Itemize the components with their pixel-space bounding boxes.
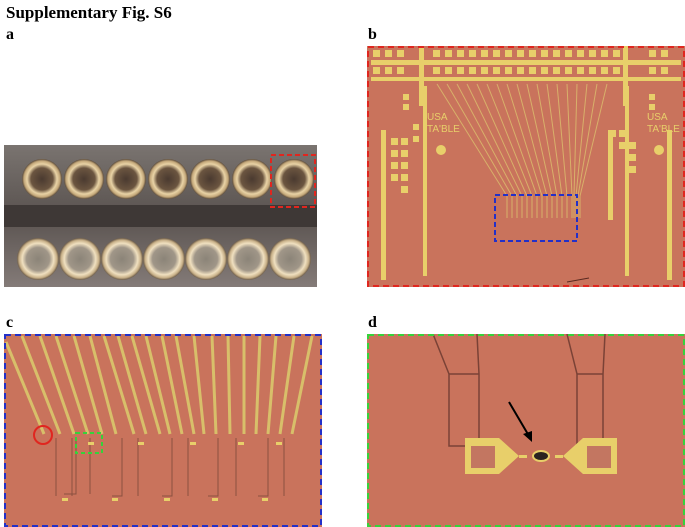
right-side-pads xyxy=(608,86,672,280)
electrode-outlines xyxy=(55,438,285,497)
arrow-head xyxy=(523,431,532,442)
panel-c-blue-border xyxy=(4,334,322,527)
electrode-tips xyxy=(62,442,282,501)
panel-b-blue-dashed-box xyxy=(494,194,578,242)
figure-title: Supplementary Fig. S6 xyxy=(6,3,172,22)
panel-c-electrodes xyxy=(4,334,322,527)
panel-b-chip: USA TA'BLE USA TA'BLE xyxy=(367,46,685,287)
nanopore-gap xyxy=(532,450,550,462)
panel-c-green-dashed-box xyxy=(75,432,103,454)
chip-text-right-2: TA'BLE xyxy=(647,124,680,135)
panel-c-red-circle xyxy=(33,425,53,445)
panel-b-red-border xyxy=(367,46,685,287)
left-side-pads xyxy=(381,86,446,280)
top-wells xyxy=(22,159,314,199)
panel-label-c: c xyxy=(6,314,14,331)
bottom-wells xyxy=(17,238,311,280)
panel-label-b: b xyxy=(368,26,377,43)
panel-label-d: d xyxy=(368,314,377,331)
chip-text-left-2: TA'BLE xyxy=(427,124,460,135)
pad-windows xyxy=(471,446,611,468)
chip-text-right: USA xyxy=(647,112,668,123)
electrode-traces xyxy=(4,335,314,435)
top-pads xyxy=(371,46,681,106)
chip-text-left: USA xyxy=(427,112,448,123)
panel-label-a: a xyxy=(6,26,14,43)
panel-a-photo xyxy=(4,145,317,287)
panel-d-green-border xyxy=(367,334,685,527)
arrow-shaft xyxy=(508,401,530,437)
panel-d-gap xyxy=(367,334,685,527)
